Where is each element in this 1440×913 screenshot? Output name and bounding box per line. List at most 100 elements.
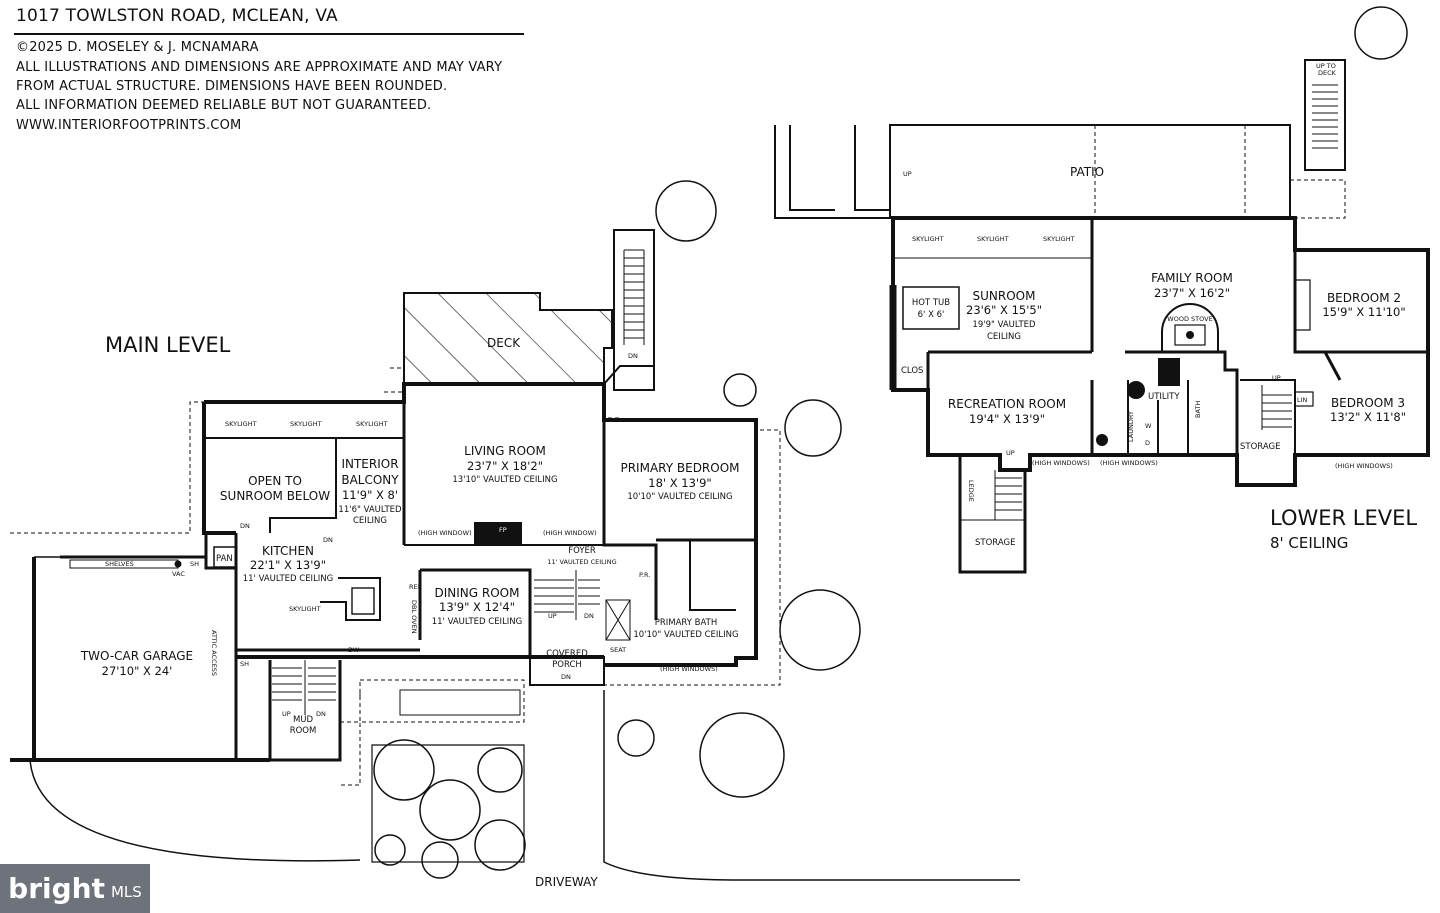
mud-stair-dn: DN — [316, 710, 326, 718]
website-link[interactable]: WWW.INTERIORFOOTPRINTS.COM — [16, 118, 242, 133]
watermark-suffix: MLS — [110, 882, 142, 901]
sunroom-ceiling-1: 19'9" VAULTED — [972, 320, 1036, 330]
high-window-left: (HIGH WINDOW) — [418, 529, 472, 537]
title-underline — [14, 33, 524, 35]
patio-up: UP — [903, 170, 912, 178]
skylight-label-2: SKYLIGHT — [290, 420, 322, 428]
recreation-room-dims: 19'4" X 13'9" — [969, 412, 1045, 426]
lower-level-ceiling: 8' CEILING — [1270, 534, 1348, 552]
lower-level-plan — [774, 59, 1430, 574]
fireplace-label: FP — [499, 526, 507, 534]
tree-icons — [373, 6, 1408, 879]
mud-room-line-2: ROOM — [290, 726, 317, 736]
sunroom-ceiling-2: CEILING — [987, 332, 1021, 342]
storage-label-1: STORAGE — [1240, 442, 1280, 452]
interior-balcony-ceiling-2: CEILING — [353, 516, 387, 526]
interior-balcony-name-2: BALCONY — [341, 473, 399, 487]
mud-stair-up: UP — [282, 710, 291, 718]
bedroom-2-dims: 15'9" X 11'10" — [1322, 305, 1405, 319]
foyer-ceiling: 11' VAULTED CEILING — [547, 558, 616, 566]
dishwasher-label: DW — [348, 646, 360, 654]
primary-bath-name: PRIMARY BATH — [655, 618, 718, 628]
attic-access-label: ATTIC ACCESS — [210, 630, 218, 676]
garage-dims: 27'10" X 24' — [102, 664, 173, 678]
pantry-box — [213, 546, 237, 568]
utility-label: UTILITY — [1148, 392, 1180, 402]
main-level-label: MAIN LEVEL — [105, 333, 231, 357]
watermark-brand: bright — [8, 872, 105, 905]
living-room-name: LIVING ROOM — [464, 444, 546, 458]
linen-label: LIN — [1297, 396, 1308, 404]
foyer-name: FOYER — [568, 546, 596, 556]
balcony-dn-2: DN — [240, 522, 250, 530]
garage-name: TWO-CAR GARAGE — [80, 649, 193, 663]
primary-bedroom-name: PRIMARY BEDROOM — [620, 461, 739, 475]
closet-label: CLOS — [901, 366, 923, 376]
garage-vac: VAC — [172, 570, 185, 578]
high-windows-bedroom: (HIGH WINDOWS) — [1335, 462, 1393, 470]
dining-room-dims: 13'9" X 12'4" — [439, 600, 515, 614]
ledge-label: LEDGE — [967, 480, 975, 502]
family-room-name: FAMILY ROOM — [1151, 271, 1233, 285]
open-sunroom-line-1: OPEN TO — [248, 474, 302, 488]
primary-bath-ceiling: 10'10" VAULTED CEILING — [633, 630, 738, 640]
lower-skylight-1: SKYLIGHT — [912, 235, 944, 243]
kitchen-dims: 22'1" X 13'9" — [250, 558, 326, 572]
high-window-right: (HIGH WINDOW) — [543, 529, 597, 537]
foyer-stair-dn: DN — [584, 612, 594, 620]
kitchen-name: KITCHEN — [262, 544, 314, 558]
covered-porch-line-1: COVERED — [546, 649, 588, 659]
bedroom-3-dims: 13'2" X 11'8" — [1330, 410, 1406, 424]
bedroom-3-name: BEDROOM 3 — [1331, 396, 1405, 410]
disclaimer-line-2: FROM ACTUAL STRUCTURE. DIMENSIONS HAVE B… — [16, 79, 448, 94]
ref-label: REF — [409, 583, 422, 591]
dbl-oven-label: DBL OVEN — [410, 600, 418, 634]
garage-sh-1: SH — [190, 560, 199, 568]
wood-stove-label: WOOD STOVE — [1167, 315, 1212, 323]
hot-tub-dims: 6' X 6' — [918, 310, 945, 320]
main-level-plan — [10, 229, 1020, 881]
foyer-stair-up: UP — [548, 612, 557, 620]
deck-stair-dn: DN — [628, 352, 638, 360]
interior-balcony-ceiling-1: 11'6" VAULTED — [338, 505, 402, 515]
interior-balcony-dims: 11'9" X 8' — [342, 488, 398, 502]
balcony-dn: DN — [323, 536, 333, 544]
living-room-ceiling: 13'10" VAULTED CEILING — [452, 475, 557, 485]
family-room-dims: 23'7" X 16'2" — [1154, 286, 1230, 300]
high-windows-laundry: (HIGH WINDOWS) — [1100, 459, 1158, 467]
interior-balcony-name-1: INTERIOR — [341, 457, 398, 471]
stair-up-storage: UP — [1272, 374, 1281, 382]
lower-level-label: LOWER LEVEL — [1270, 506, 1417, 530]
up-to-deck-2: DECK — [1318, 69, 1337, 77]
disclaimer-line-1: ALL ILLUSTRATIONS AND DIMENSIONS ARE APP… — [16, 60, 503, 75]
porch-dn: DN — [561, 673, 571, 681]
washer-label: W — [1145, 422, 1152, 430]
sunroom-name: SUNROOM — [973, 289, 1036, 303]
patio-label: PATIO — [1070, 165, 1104, 179]
recreation-room-name: RECREATION ROOM — [948, 397, 1066, 411]
mud-room-line-1: MUD — [293, 715, 314, 725]
stair-up-lower: UP — [1006, 449, 1015, 457]
garage-sh-2: SH — [240, 660, 249, 668]
pantry-label: PAN — [216, 554, 233, 564]
kitchen-skylight: SKYLIGHT — [289, 605, 321, 613]
garage-shelves: SHELVES — [105, 560, 134, 568]
skylight-label-3: SKYLIGHT — [356, 420, 388, 428]
hot-tub-name: HOT TUB — [912, 298, 950, 308]
covered-porch-line-2: PORCH — [552, 660, 582, 670]
property-address-title: 1017 TOWLSTON ROAD, MCLEAN, VA — [16, 6, 338, 26]
mls-watermark: bright MLS — [0, 864, 150, 913]
copyright-line: ©2025 D. MOSELEY & J. MCNAMARA — [16, 40, 259, 55]
bath-label: BATH — [1194, 401, 1202, 418]
dining-room-ceiling: 11' VAULTED CEILING — [432, 617, 523, 627]
skylight-label-1: SKYLIGHT — [225, 420, 257, 428]
high-windows-rec: (HIGH WINDOWS) — [1032, 459, 1090, 467]
primary-bedroom-dims: 18' X 13'9" — [648, 476, 711, 490]
disclaimer-line-3: ALL INFORMATION DEEMED RELIABLE BUT NOT … — [16, 98, 432, 113]
sunroom-dims: 23'6" X 15'5" — [966, 303, 1042, 317]
powder-room-label: P.R. — [639, 571, 650, 579]
dryer-label: D — [1145, 439, 1150, 447]
deck-label: DECK — [487, 336, 521, 350]
bedroom-2-name: BEDROOM 2 — [1327, 291, 1401, 305]
